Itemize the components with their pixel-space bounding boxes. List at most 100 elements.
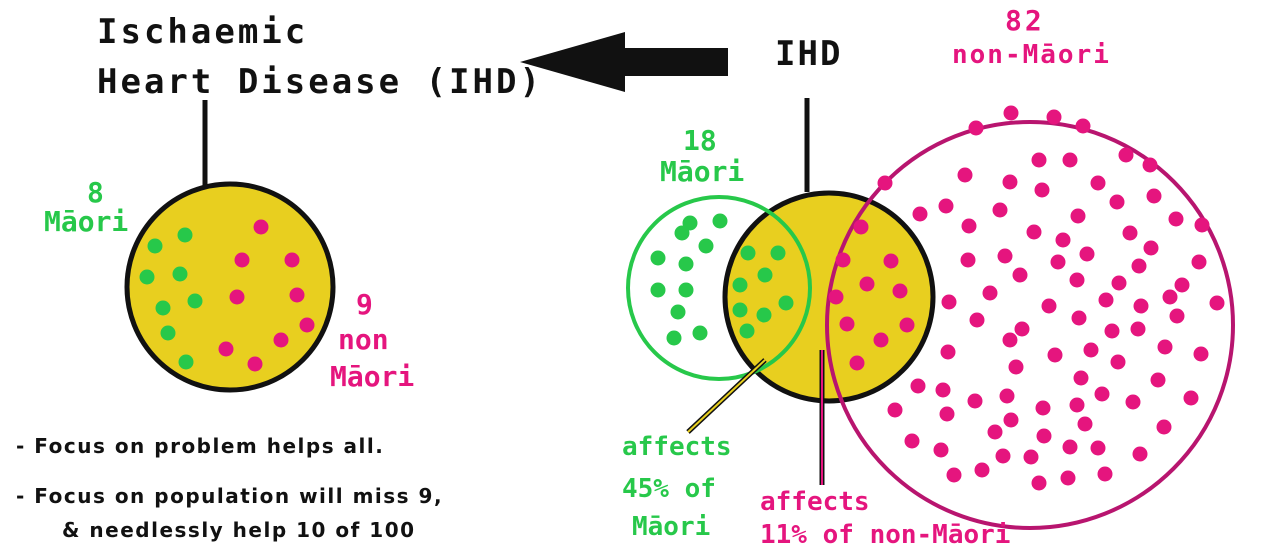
title-line-1: Ischaemic <box>97 12 309 52</box>
non-maori-dot <box>912 206 928 222</box>
non-maori-dot <box>933 442 949 458</box>
non-maori-dot <box>1079 246 1095 262</box>
non-maori-affects-line-2: 11% of non-Māori <box>760 520 1011 550</box>
non-maori-dot <box>1069 272 1085 288</box>
right-non-maori-count: 82 <box>1005 4 1045 37</box>
non-maori-dot <box>1069 397 1085 413</box>
maori-dot <box>650 282 666 298</box>
non-maori-dot <box>1060 470 1076 486</box>
non-maori-dot <box>1098 292 1114 308</box>
non-maori-dot <box>967 393 983 409</box>
bullet-focus-problem: - Focus on problem helps all. <box>16 434 385 458</box>
non-maori-dot <box>218 341 234 357</box>
non-maori-dot <box>995 448 1011 464</box>
non-maori-dot <box>939 406 955 422</box>
non-maori-dot <box>1090 440 1106 456</box>
right-non-maori-label: non-Māori <box>952 40 1111 70</box>
non-maori-dot <box>1132 446 1148 462</box>
non-maori-dot <box>1035 400 1051 416</box>
non-maori-dot <box>1125 394 1141 410</box>
non-maori-dot <box>1094 386 1110 402</box>
non-maori-dot <box>1070 208 1086 224</box>
non-maori-dot <box>904 433 920 449</box>
non-maori-dot <box>1050 254 1066 270</box>
left-ihd-circle <box>124 181 336 393</box>
non-maori-dot <box>899 317 915 333</box>
non-maori-dot <box>1130 321 1146 337</box>
non-maori-dot <box>1062 152 1078 168</box>
maori-dot <box>732 277 748 293</box>
left-non-maori-label-2: Māori <box>330 360 415 393</box>
non-maori-dot <box>1003 412 1019 428</box>
non-maori-dot <box>1142 157 1158 173</box>
non-maori-dot <box>247 356 263 372</box>
non-maori-dot <box>1008 359 1024 375</box>
maori-dot <box>732 302 748 318</box>
non-maori-dot <box>1111 275 1127 291</box>
non-maori-dot <box>1023 449 1039 465</box>
maori-dot <box>177 227 193 243</box>
maori-dot <box>187 293 203 309</box>
non-maori-dot <box>828 289 844 305</box>
left-non-maori-count: 9 <box>356 288 373 321</box>
non-maori-dot <box>299 317 315 333</box>
non-maori-dot <box>273 332 289 348</box>
non-maori-dot <box>835 252 851 268</box>
maori-dot <box>740 245 756 261</box>
non-maori-dot <box>1169 308 1185 324</box>
non-maori-dot <box>1031 152 1047 168</box>
maori-dot <box>778 295 794 311</box>
maori-dot <box>712 213 728 229</box>
non-maori-dot <box>1162 289 1178 305</box>
maori-pointer-line <box>686 358 767 434</box>
maori-affects-line-1: affects <box>622 432 732 462</box>
non-maori-dot <box>849 355 865 371</box>
maori-dot <box>160 325 176 341</box>
non-maori-dot <box>1083 342 1099 358</box>
non-maori-dot <box>946 467 962 483</box>
non-maori-dot <box>1036 428 1052 444</box>
non-maori-dot <box>910 378 926 394</box>
non-maori-dot <box>1157 339 1173 355</box>
maori-affects-line-2: 45% of <box>622 474 716 504</box>
non-maori-dot <box>1002 332 1018 348</box>
non-maori-dot <box>935 382 951 398</box>
non-maori-dot <box>1075 118 1091 134</box>
non-maori-dot <box>1118 147 1134 163</box>
non-maori-dot <box>1109 194 1125 210</box>
non-maori-dot <box>1133 298 1149 314</box>
maori-dot <box>678 282 694 298</box>
maori-dot <box>756 307 772 323</box>
right-maori-label: Māori <box>660 155 745 188</box>
non-maori-dot <box>1143 240 1159 256</box>
left-non-maori-label-1: non <box>338 323 389 356</box>
non-maori-dot <box>1122 225 1138 241</box>
maori-dot <box>650 250 666 266</box>
non-maori-dot <box>1046 109 1062 125</box>
non-maori-dot <box>982 285 998 301</box>
non-maori-dot <box>284 252 300 268</box>
maori-affects-line-3: Māori <box>632 512 711 542</box>
non-maori-dot <box>961 218 977 234</box>
non-maori-dot <box>289 287 305 303</box>
non-maori-dot <box>1071 310 1087 326</box>
title-line-2: Heart Disease (IHD) <box>97 62 543 102</box>
maori-dot <box>682 215 698 231</box>
maori-population-circle <box>626 195 812 381</box>
maori-dot <box>147 238 163 254</box>
non-maori-dot <box>968 120 984 136</box>
non-maori-population-circle <box>825 120 1235 530</box>
maori-dot <box>698 238 714 254</box>
non-maori-dot <box>1073 370 1089 386</box>
non-maori-dot <box>229 289 245 305</box>
left-arrow-icon <box>520 32 728 92</box>
maori-dot <box>678 256 694 272</box>
maori-dot <box>155 300 171 316</box>
non-maori-dot <box>253 219 269 235</box>
maori-dot <box>674 225 690 241</box>
right-dots-group <box>650 105 1225 491</box>
non-maori-dot <box>1168 211 1184 227</box>
non-maori-dot <box>1150 372 1166 388</box>
non-maori-dot <box>938 198 954 214</box>
